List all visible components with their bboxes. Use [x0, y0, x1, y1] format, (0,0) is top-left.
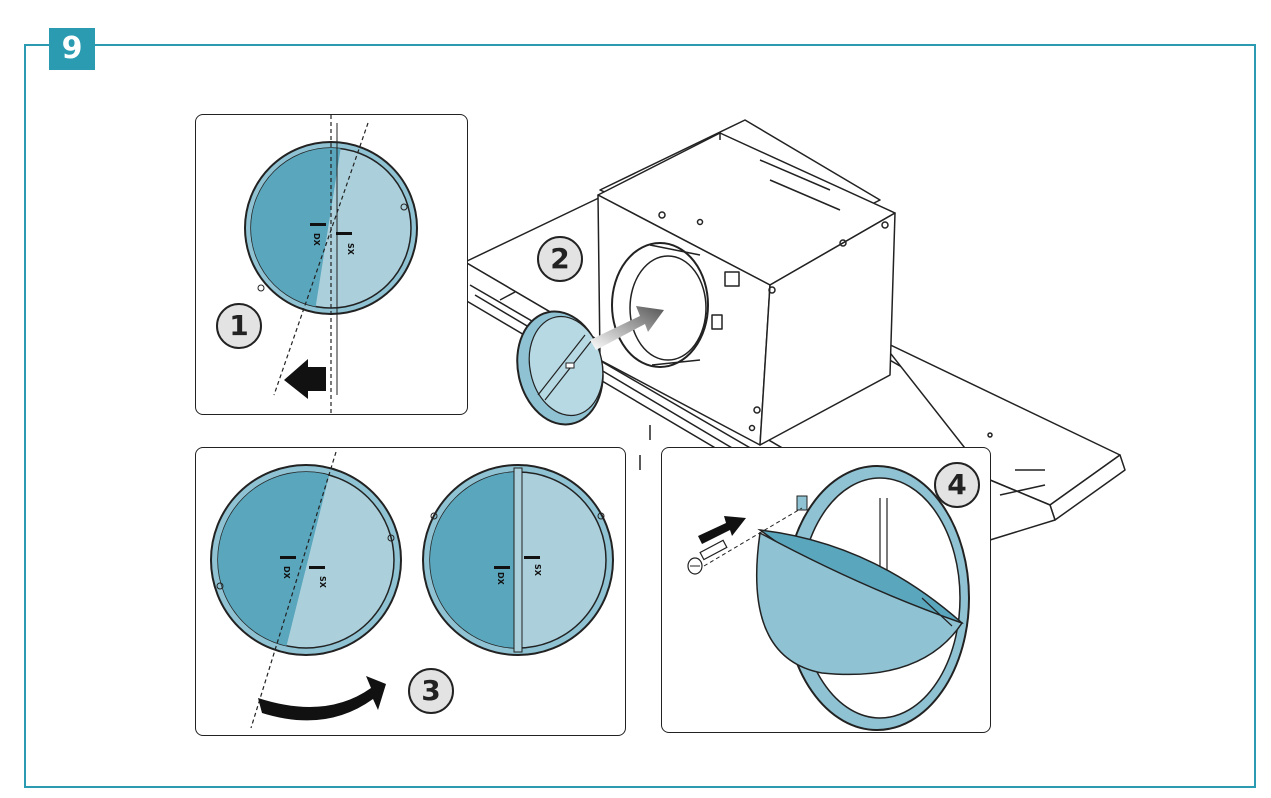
svg-text:SX: SX: [533, 564, 542, 577]
arrow-curved-icon: [258, 676, 386, 721]
panel-step-1: DX SX 1: [195, 114, 468, 415]
step-4-badge: 4: [934, 462, 980, 508]
arrow-left-icon: [284, 359, 326, 399]
damper-disc-loose: [516, 310, 604, 426]
svg-text:DX: DX: [282, 566, 291, 580]
arrow-insert-icon: [590, 306, 664, 350]
arrow-insert-icon: [698, 516, 746, 544]
panel-step-4: 4: [661, 447, 991, 733]
screw-icon: [687, 539, 728, 575]
panel-step-3: DX SX DX SX 3: [195, 447, 626, 736]
svg-text:SX: SX: [346, 243, 355, 256]
svg-text:DX: DX: [312, 233, 321, 247]
figure-frame: [24, 44, 1256, 788]
svg-text:DX: DX: [496, 572, 505, 586]
svg-text:SX: SX: [318, 576, 327, 589]
step-2-badge: 2: [537, 236, 583, 282]
step-1-badge: 1: [216, 303, 262, 349]
step-3-badge: 3: [408, 668, 454, 714]
figure-number: 9: [49, 28, 95, 70]
